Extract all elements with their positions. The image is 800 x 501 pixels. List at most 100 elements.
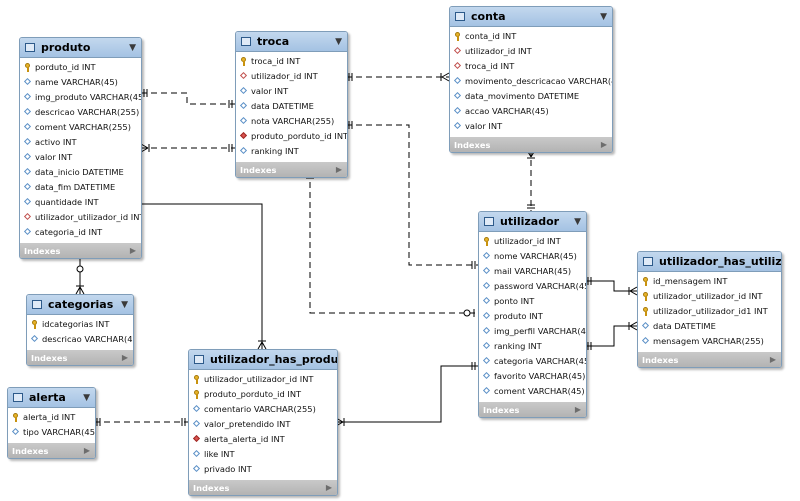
column-row[interactable]: troca_id INT bbox=[450, 59, 612, 74]
indexes-footer[interactable]: Indexes ▶ bbox=[27, 350, 133, 365]
chevron-down-icon[interactable]: ▼ bbox=[574, 216, 581, 227]
expand-arrow-icon[interactable]: ▶ bbox=[574, 405, 581, 414]
column-row[interactable]: img_perfil VARCHAR(45) bbox=[479, 324, 586, 339]
indexes-footer[interactable]: Indexes ▶ bbox=[20, 243, 141, 258]
expand-arrow-icon[interactable]: ▶ bbox=[83, 446, 90, 455]
column-row[interactable]: utilizador_id INT bbox=[450, 44, 612, 59]
chevron-down-icon[interactable]: ▼ bbox=[129, 42, 136, 53]
column-row[interactable]: porduto_id INT bbox=[20, 60, 141, 75]
expand-arrow-icon[interactable]: ▶ bbox=[129, 246, 136, 255]
column-row[interactable]: data_movimento DATETIME bbox=[450, 89, 612, 104]
column-row[interactable]: ponto INT bbox=[479, 294, 586, 309]
rel-troca-utilizador[interactable] bbox=[346, 124, 478, 266]
table-header[interactable]: categorias ▼ bbox=[27, 295, 133, 315]
column-row[interactable]: utilizador_utilizador_id INT bbox=[20, 210, 141, 225]
column-label: mail VARCHAR(45) bbox=[494, 266, 572, 276]
column-row[interactable]: data_fim DATETIME bbox=[20, 180, 141, 195]
column-row[interactable]: valor INT bbox=[20, 150, 141, 165]
indexes-footer[interactable]: Indexes ▶ bbox=[236, 162, 347, 177]
column-row[interactable]: produto_porduto_id INT bbox=[236, 129, 347, 144]
column-row[interactable]: utilizador_utilizador_id1 INT bbox=[638, 304, 781, 319]
table-troca[interactable]: troca ▼ troca_id INT utilizador_id INT v… bbox=[235, 31, 348, 178]
column-row[interactable]: valor_pretendido INT bbox=[189, 417, 337, 432]
indexes-footer[interactable]: Indexes ▶ bbox=[450, 137, 612, 152]
table-utilizador[interactable]: utilizador ▼ utilizador_id INT nome VARC… bbox=[478, 211, 587, 418]
expand-arrow-icon[interactable]: ▶ bbox=[325, 483, 332, 492]
column-row[interactable]: accao VARCHAR(45) bbox=[450, 104, 612, 119]
column-row[interactable]: id_mensagem INT bbox=[638, 274, 781, 289]
column-row[interactable]: idcategorias INT bbox=[27, 317, 133, 332]
column-row[interactable]: nome VARCHAR(45) bbox=[479, 249, 586, 264]
column-row[interactable]: data DATETIME bbox=[638, 319, 781, 334]
table-categorias[interactable]: categorias ▼ idcategorias INT descricao … bbox=[26, 294, 134, 366]
column-row[interactable]: like INT bbox=[189, 447, 337, 462]
column-row[interactable]: categoria_id INT bbox=[20, 225, 141, 240]
table-conta[interactable]: conta ▼ conta_id INT utilizador_id INT t… bbox=[449, 6, 613, 153]
table-alerta[interactable]: alerta ▼ alerta_id INT tipo VARCHAR(45) … bbox=[7, 387, 96, 459]
column-row[interactable]: activo INT bbox=[20, 135, 141, 150]
table-header[interactable]: utilizador ▼ bbox=[479, 212, 586, 232]
table-header[interactable]: alerta ▼ bbox=[8, 388, 95, 408]
column-row[interactable]: ranking INT bbox=[479, 339, 586, 354]
table-header[interactable]: utilizador_has_utilizador ▼ bbox=[638, 252, 781, 272]
table-header[interactable]: produto ▼ bbox=[20, 38, 141, 58]
column-row[interactable]: coment VARCHAR(45) bbox=[479, 384, 586, 399]
column-row[interactable]: produto INT bbox=[479, 309, 586, 324]
indexes-footer[interactable]: Indexes ▶ bbox=[189, 480, 337, 495]
column-row[interactable]: comentario VARCHAR(255) bbox=[189, 402, 337, 417]
column-row[interactable]: quantidade INT bbox=[20, 195, 141, 210]
column-row[interactable]: nota VARCHAR(255) bbox=[236, 114, 347, 129]
table-header[interactable]: conta ▼ bbox=[450, 7, 612, 27]
column-row[interactable]: utilizador_utilizador_id INT bbox=[189, 372, 337, 387]
column-row[interactable]: data_inicio DATETIME bbox=[20, 165, 141, 180]
chevron-down-icon[interactable]: ▼ bbox=[335, 36, 342, 47]
column-row[interactable]: conta_id INT bbox=[450, 29, 612, 44]
column-row[interactable]: data DATETIME bbox=[236, 99, 347, 114]
column-row[interactable]: utilizador_id INT bbox=[236, 69, 347, 84]
column-row[interactable]: troca_id INT bbox=[236, 54, 347, 69]
rel-produto-has-produto[interactable] bbox=[141, 203, 263, 349]
rel-utilizador-has-utilizador-1[interactable] bbox=[585, 280, 637, 292]
column-row[interactable]: privado INT bbox=[189, 462, 337, 477]
column-row[interactable]: descricao VARCHAR(255) bbox=[20, 105, 141, 120]
column-row[interactable]: favorito VARCHAR(45) bbox=[479, 369, 586, 384]
indexes-footer[interactable]: Indexes ▶ bbox=[638, 352, 781, 367]
column-row[interactable]: alerta_alerta_id INT bbox=[189, 432, 337, 447]
column-row[interactable]: produto_porduto_id INT bbox=[189, 387, 337, 402]
expand-arrow-icon[interactable]: ▶ bbox=[121, 353, 128, 362]
rel-troca-produto-utilizador[interactable] bbox=[309, 172, 478, 314]
table-utilizador-has-produto[interactable]: utilizador_has_produto ▼ utilizador_util… bbox=[188, 349, 338, 496]
expand-arrow-icon[interactable]: ▶ bbox=[769, 355, 776, 364]
column-row[interactable]: mensagem VARCHAR(255) bbox=[638, 334, 781, 349]
rel-produto-troca-1[interactable] bbox=[141, 92, 235, 105]
column-row[interactable]: password VARCHAR(45) bbox=[479, 279, 586, 294]
column-label: troca_id INT bbox=[251, 56, 301, 66]
chevron-down-icon[interactable]: ▼ bbox=[600, 11, 607, 22]
indexes-footer[interactable]: Indexes ▶ bbox=[8, 443, 95, 458]
column-row[interactable]: utilizador_id INT bbox=[479, 234, 586, 249]
column-row[interactable]: coment VARCHAR(255) bbox=[20, 120, 141, 135]
column-row[interactable]: utilizador_utilizador_id INT bbox=[638, 289, 781, 304]
column-row[interactable]: ranking INT bbox=[236, 144, 347, 159]
column-row[interactable]: valor INT bbox=[236, 84, 347, 99]
indexes-footer[interactable]: Indexes ▶ bbox=[479, 402, 586, 417]
column-row[interactable]: descricao VARCHAR(45) bbox=[27, 332, 133, 347]
chevron-down-icon[interactable]: ▼ bbox=[83, 392, 90, 403]
table-utilizador-has-utilizador[interactable]: utilizador_has_utilizador ▼ id_mensagem … bbox=[637, 251, 782, 368]
rel-utilizador-has-produto[interactable] bbox=[336, 365, 478, 423]
rel-utilizador-has-utilizador-2[interactable] bbox=[585, 325, 637, 347]
expand-arrow-icon[interactable]: ▶ bbox=[335, 165, 342, 174]
column-row[interactable]: tipo VARCHAR(45) bbox=[8, 425, 95, 440]
column-row[interactable]: mail VARCHAR(45) bbox=[479, 264, 586, 279]
column-row[interactable]: movimento_descricacao VARCHAR(45) bbox=[450, 74, 612, 89]
column-row[interactable]: img_produto VARCHAR(45) bbox=[20, 90, 141, 105]
column-row[interactable]: name VARCHAR(45) bbox=[20, 75, 141, 90]
table-header[interactable]: utilizador_has_produto ▼ bbox=[189, 350, 337, 370]
column-row[interactable]: categoria VARCHAR(45) bbox=[479, 354, 586, 369]
expand-arrow-icon[interactable]: ▶ bbox=[600, 140, 607, 149]
table-header[interactable]: troca ▼ bbox=[236, 32, 347, 52]
column-row[interactable]: alerta_id INT bbox=[8, 410, 95, 425]
column-row[interactable]: valor INT bbox=[450, 119, 612, 134]
chevron-down-icon[interactable]: ▼ bbox=[121, 299, 128, 310]
table-produto[interactable]: produto ▼ porduto_id INT name VARCHAR(45… bbox=[19, 37, 142, 259]
